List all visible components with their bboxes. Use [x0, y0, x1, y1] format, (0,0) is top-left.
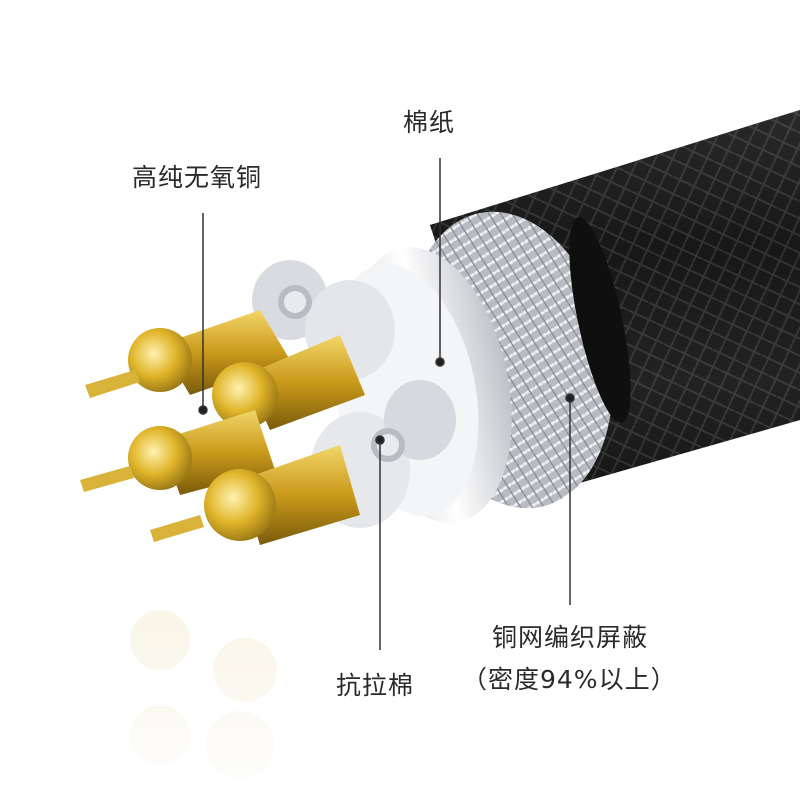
leader-cotton-dot	[436, 358, 444, 366]
label-cotton-paper: 棉纸	[403, 103, 455, 139]
label-copper: 高纯无氧铜	[132, 158, 262, 194]
leader-shield-dot	[566, 394, 574, 402]
label-strain-cotton: 抗拉棉	[336, 666, 414, 702]
label-shield: 铜网编织屏蔽	[492, 618, 648, 654]
label-shield-density: （密度94%以上）	[462, 660, 677, 696]
leader-copper-dot	[199, 406, 207, 414]
copper-conductors	[80, 310, 365, 545]
leader-strain-dot	[376, 436, 384, 444]
